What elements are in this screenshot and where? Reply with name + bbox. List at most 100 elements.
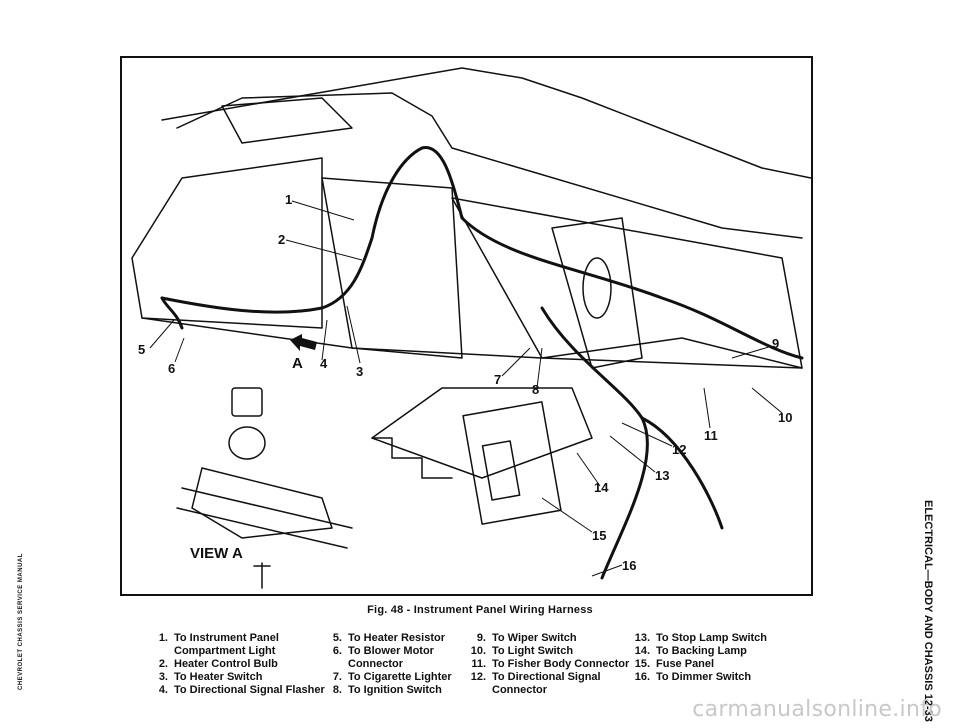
instrument-panel-wiring-drawing: A VIEW A 1 2 3 4 5 6 7 8 9 10 11 12 13 1… xyxy=(131,67,811,589)
legend-item: 8. To Ignition Switch xyxy=(322,684,452,697)
legend-number: 2. xyxy=(158,658,168,670)
view-a-screw xyxy=(253,562,271,589)
legend-item: 6. To Blower Motor Connector xyxy=(322,645,452,671)
legend-number: 9. xyxy=(476,632,486,644)
figure-caption: Fig. 48 - Instrument Panel Wiring Harnes… xyxy=(367,604,593,616)
legend-number: 10. xyxy=(470,645,486,657)
figure-panel: A VIEW A 1 2 3 4 5 6 7 8 9 10 11 12 13 1… xyxy=(120,56,813,596)
harness-trunk-upper xyxy=(370,146,464,240)
callout-7: 7 xyxy=(494,372,501,387)
glovebox-outline xyxy=(221,97,353,144)
dash-pad-outline xyxy=(176,92,803,239)
legend-text: To Cigarette Lighter xyxy=(348,671,452,683)
callout-8: 8 xyxy=(532,382,539,397)
harness-trunk-right xyxy=(460,216,804,360)
view-a-label: VIEW A xyxy=(190,545,243,562)
legend-number: 7. xyxy=(332,671,342,683)
legend-item: 10. To Light Switch xyxy=(466,645,629,658)
callout-3: 3 xyxy=(356,364,363,379)
legend-number: 12. xyxy=(470,671,486,683)
legend-text: To Blower Motor Connector xyxy=(348,645,434,670)
dash-lower-edge xyxy=(141,317,803,369)
legend-text: To Instrument Panel Compartment Light xyxy=(174,632,279,657)
legend-text: To Stop Lamp Switch xyxy=(656,632,768,644)
harness-branch-left-plug xyxy=(160,296,184,330)
legend-column-4: 13. To Stop Lamp Switch 14. To Backing Lam… xyxy=(630,632,767,684)
legend-item: 4. To Directional Signal Flasher xyxy=(148,684,325,697)
view-a-flasher-cap xyxy=(231,387,263,417)
view-a-bracket xyxy=(191,467,333,539)
legend-item: 16. To Dimmer Switch xyxy=(630,671,767,684)
legend-text: Fuse Panel xyxy=(656,658,715,670)
dash-center-opening xyxy=(321,177,463,359)
legend-number: 14. xyxy=(634,645,650,657)
dash-left-face xyxy=(131,157,323,329)
legend-item: 1. To Instrument Panel Compartment Light xyxy=(148,632,325,658)
legend-item: 11. To Fisher Body Connector xyxy=(466,658,629,671)
cluster-gauge xyxy=(582,257,612,319)
callout-12: 12 xyxy=(672,442,686,457)
callout-14: 14 xyxy=(594,480,609,495)
view-a-flasher-body xyxy=(228,426,266,460)
legend-column-1: 1.To Instrument Panel Compartment Light … xyxy=(148,632,325,697)
legend-text: To Directional Signal Flasher xyxy=(174,684,325,696)
callout-6: 6 xyxy=(168,361,175,376)
callout-2: 2 xyxy=(278,232,285,247)
page-header-text: ELECTRICAL—BODY AND CHASSIS 12-33 xyxy=(922,500,934,722)
legend-number: 15. xyxy=(634,658,650,670)
legend-item: 15. Fuse Panel xyxy=(630,658,767,671)
callout-15: 15 xyxy=(592,528,606,543)
harness-trunk-left xyxy=(160,236,374,314)
legend-column-2: 5. To Heater Resistor 6. To Blower Motor C… xyxy=(322,632,452,697)
dash-top-outline xyxy=(161,67,811,179)
legend-item: 7. To Cigarette Lighter xyxy=(322,671,452,684)
legend-item: 3. To Heater Switch xyxy=(148,671,325,684)
legend-number: 16. xyxy=(634,671,650,683)
view-a-rails xyxy=(176,487,353,549)
console-steps xyxy=(371,437,453,479)
legend-text: To Heater Switch xyxy=(174,671,263,683)
legend-item: 13. To Stop Lamp Switch xyxy=(630,632,767,645)
legend-item: 5. To Heater Resistor xyxy=(322,632,452,645)
center-console xyxy=(371,387,593,479)
legend-text: To Ignition Switch xyxy=(348,684,442,696)
callout-13: 13 xyxy=(655,468,669,483)
steering-column-plate xyxy=(551,217,643,369)
legend-text: To Dimmer Switch xyxy=(656,671,752,683)
legend-number: 13. xyxy=(634,632,650,644)
legend-text: To Fisher Body Connector xyxy=(492,658,630,670)
legend-item: 14. To Backing Lamp xyxy=(630,645,767,658)
legend-text: To Directional Signal Connector xyxy=(492,671,601,696)
legend-number: 3. xyxy=(158,671,168,683)
manual-title-side: CHEVROLET CHASSIS SERVICE MANUAL xyxy=(18,553,24,690)
legend-item: 9. To Wiper Switch xyxy=(466,632,629,645)
legend-item: 12. To Directional Signal Connector xyxy=(466,671,629,697)
legend-number: 4. xyxy=(158,684,168,696)
view-a-arrow-icon xyxy=(290,334,317,351)
legend-number: 5. xyxy=(332,632,342,644)
legend-text: To Backing Lamp xyxy=(656,645,747,657)
legend-text: To Wiper Switch xyxy=(492,632,577,644)
callout-5: 5 xyxy=(138,342,145,357)
fuse-panel-block xyxy=(462,401,562,525)
view-a-marker: A xyxy=(292,355,303,372)
callout-10: 10 xyxy=(778,410,792,425)
watermark: carmanualsonline.info xyxy=(692,697,942,722)
callout-9: 9 xyxy=(772,336,779,351)
legend-number: 6. xyxy=(332,645,342,657)
harness-branch-fuse xyxy=(640,416,724,530)
legend-text: Heater Control Bulb xyxy=(174,658,278,670)
legend-number: 1. xyxy=(158,632,168,644)
legend-text: To Light Switch xyxy=(492,645,574,657)
legend-text: To Heater Resistor xyxy=(348,632,445,644)
fuse-panel-inner xyxy=(481,440,521,501)
callout-1: 1 xyxy=(285,192,292,207)
legend-column-3: 9. To Wiper Switch 10. To Light Switch 11.… xyxy=(466,632,630,697)
legend-item: 2. Heater Control Bulb xyxy=(148,658,325,671)
callout-4: 4 xyxy=(320,356,328,371)
dash-right-cluster xyxy=(451,197,803,369)
legend-number: 8. xyxy=(332,684,342,696)
legend-number: 11. xyxy=(471,658,486,670)
callout-11: 11 xyxy=(704,428,718,443)
callout-16: 16 xyxy=(622,558,636,573)
